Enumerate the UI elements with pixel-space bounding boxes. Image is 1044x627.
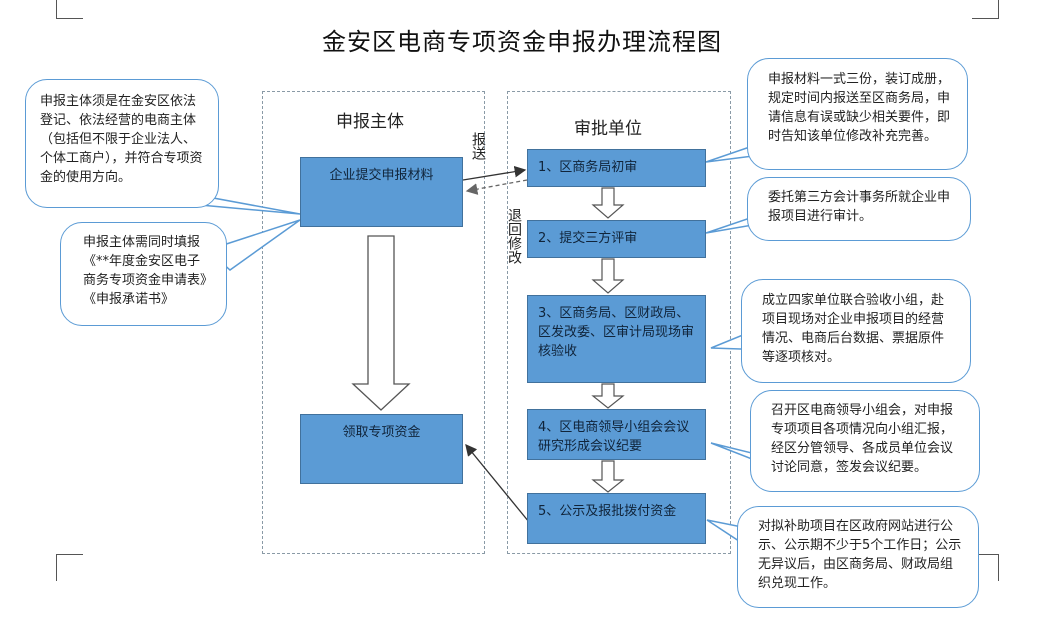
send-arrow [462, 165, 527, 181]
step-arrow-2 [591, 258, 625, 294]
lane-approver-title: 审批单位 [574, 119, 642, 139]
callout-audit: 委托第三方会计事务所就企业申报项目进行审计。 [747, 177, 971, 241]
lane-applicant [262, 91, 485, 554]
step-arrow-4 [591, 460, 625, 493]
receive-funds-box: 领取专项资金 [300, 414, 463, 484]
step-3-box: 3、区商务局、区财政局、区发改委、区审计局现场审核验收 [527, 295, 706, 383]
callout-publicity: 对拟补助项目在区政府网站进行公示、公示期不少于5个工作日；公示无异议后，由区商务… [737, 506, 979, 608]
submit-materials-box: 企业提交申报材料 [300, 157, 463, 227]
crop-mark-top-right [972, 0, 999, 19]
callout-application-forms: 申报主体需同时填报《**年度金安区电子商务专项资金申请表》《申报承诺书》 [60, 222, 227, 326]
applicant-flow-arrow [351, 235, 411, 411]
step-2-box: 2、提交三方评审 [527, 220, 706, 258]
callout-meeting: 召开区电商领导小组会，对申报专项项目各项情况向小组汇报，经区分管领导、各成员单位… [750, 390, 980, 492]
step-5-box: 5、公示及报批拨付资金 [527, 493, 706, 544]
crop-mark-top-left [56, 0, 83, 19]
step-4-box: 4、区电商领导小组会会议研究形成会议纪要 [527, 409, 706, 460]
callout-inspection: 成立四家单位联合验收小组，赴项目现场对企业申报项目的经营情况、电商后台数据、票据… [741, 279, 971, 383]
callout-subject-requirement: 申报主体须是在金安区依法登记、依法经营的电商主体（包括但不限于企业法人、个体工商… [25, 79, 219, 208]
lane-approver [507, 91, 731, 554]
return-label: 退回修改 [506, 208, 522, 264]
step-1-box: 1、区商务局初审 [527, 149, 706, 187]
step-arrow-3 [591, 383, 625, 409]
send-label: 报送 [470, 132, 486, 160]
crop-mark-bottom-left [56, 554, 83, 581]
step-arrow-1 [591, 187, 625, 219]
crop-mark-bottom-right [972, 554, 999, 581]
callout-materials: 申报材料一式三份，装订成册，规定时间内报送至区商务局，申请信息有误或缺少相关要件… [747, 58, 968, 170]
diagram-title: 金安区电商专项资金申报办理流程图 [322, 28, 722, 56]
return-arrow [465, 179, 528, 195]
payout-arrow [465, 443, 530, 523]
lane-applicant-title: 申报主体 [336, 112, 404, 132]
